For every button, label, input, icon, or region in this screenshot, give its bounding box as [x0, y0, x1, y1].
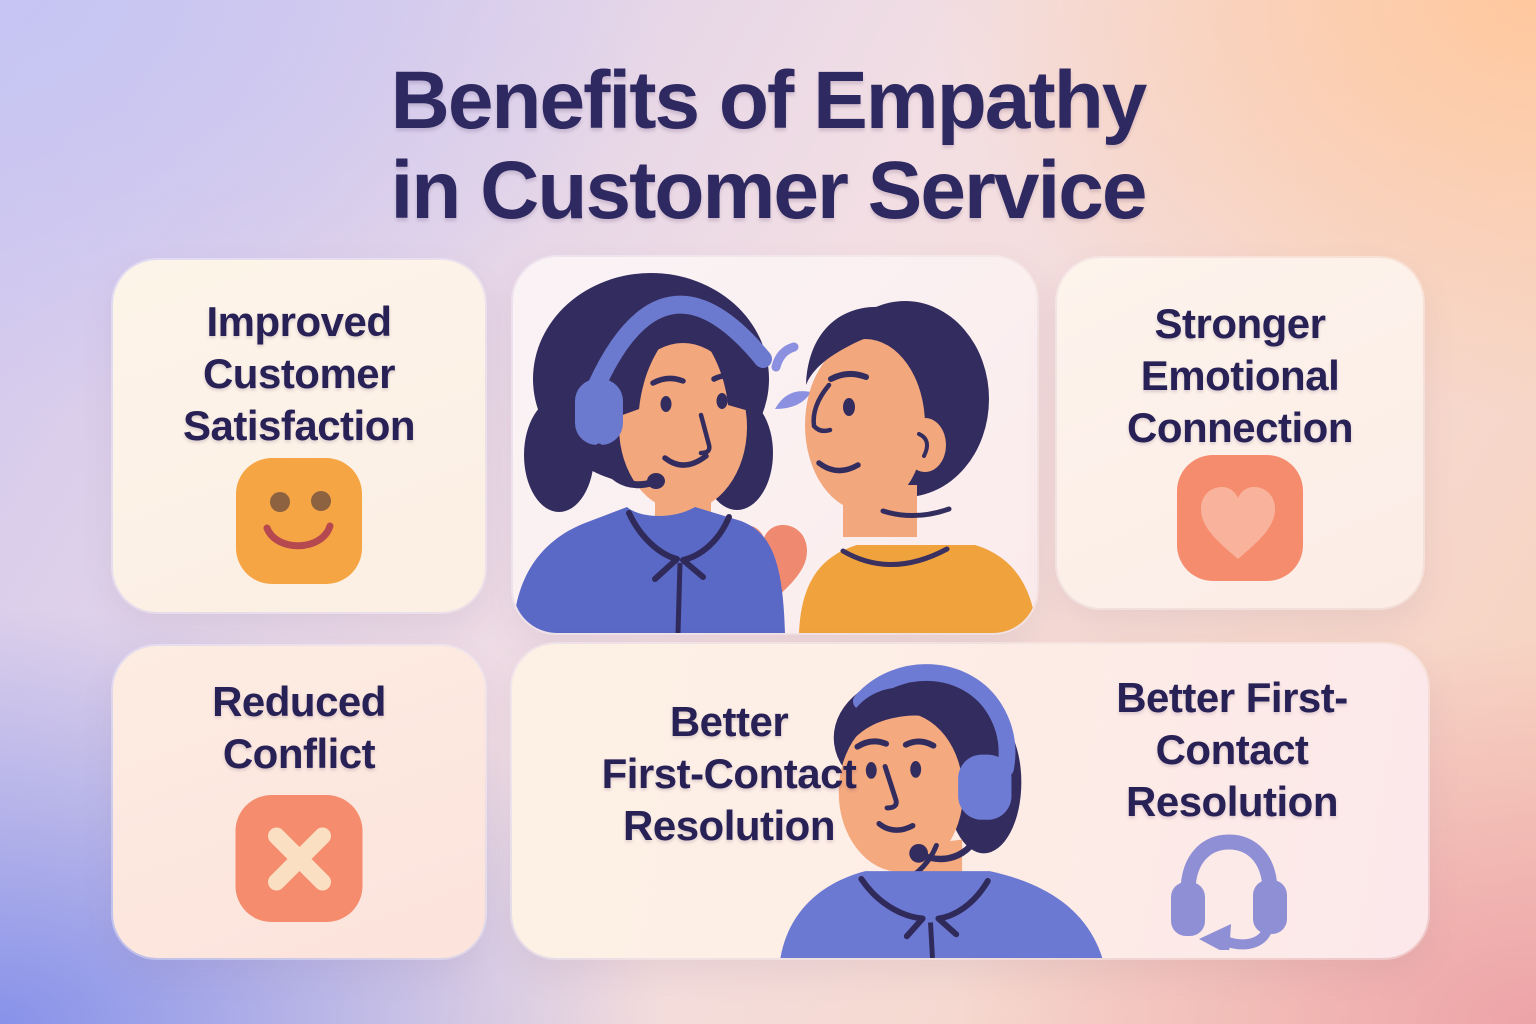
card-better-first-contact-resolution: Better First-Contact Resolution Better F…	[512, 644, 1428, 958]
x-icon	[235, 795, 363, 922]
card-better-left-label: Better First-Contact Resolution	[601, 698, 857, 850]
card-stronger-label: Stronger Emotional Connection	[1127, 300, 1353, 452]
headset-icon	[1171, 834, 1287, 950]
agent-headset-band	[586, 295, 772, 398]
bottom-agent-figure	[780, 664, 1103, 958]
card-stronger-emotional-connection: Stronger Emotional Connection	[1057, 258, 1423, 608]
agent-customer-illustration	[513, 273, 1037, 633]
customer-shirt	[799, 545, 1037, 633]
card-improved-label: Improved Customer Satisfaction	[182, 298, 416, 450]
card-better-right-label: Better First- Contact Resolution	[1116, 674, 1348, 826]
heart-icon	[1177, 455, 1303, 581]
bottom-agent-headset-band	[852, 664, 1016, 777]
customer-figure	[799, 301, 1037, 633]
support-agent-figure	[513, 273, 785, 633]
bottom-agent-earcup	[958, 754, 1012, 820]
bottom-agent-shirt	[780, 871, 1103, 958]
card-agent-customer-illustration	[513, 257, 1037, 633]
page-title: Benefits of Empathy in Customer Service	[390, 55, 1148, 237]
agent-headset-earcup	[575, 379, 623, 445]
quote-marks-decoration	[771, 342, 811, 409]
agent-headset-illustration	[780, 664, 1103, 958]
card-reduced-label: Reduced Conflict	[212, 678, 386, 778]
agent-shirt	[513, 507, 785, 633]
card-improved-customer-satisfaction: Improved Customer Satisfaction	[113, 260, 485, 612]
agent-mic-boom	[595, 443, 655, 489]
card-reduced-conflict: Reduced Conflict	[113, 646, 485, 958]
smiley-icon	[236, 458, 362, 584]
